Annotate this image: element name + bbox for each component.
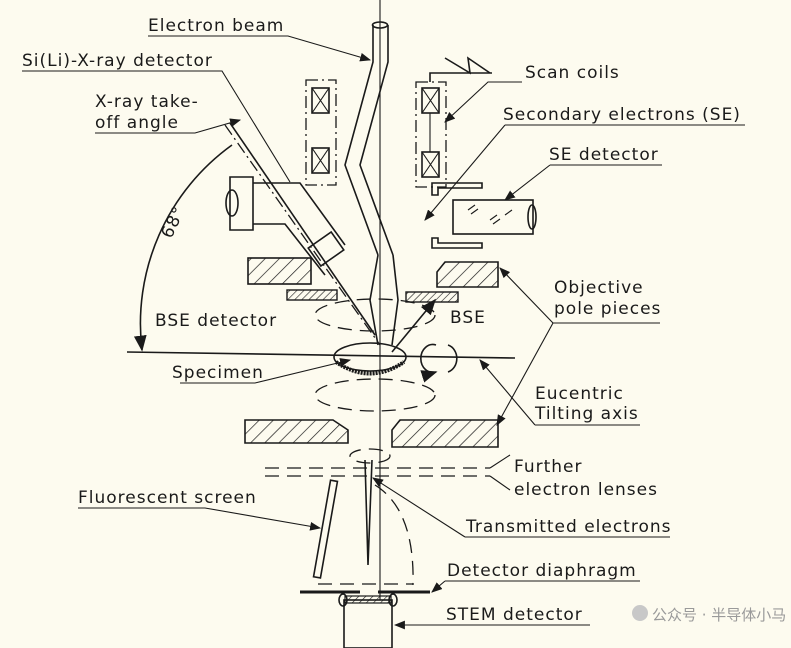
bse-detector-left bbox=[286, 289, 338, 301]
takeoff-angle-arc bbox=[133, 144, 233, 352]
label-specimen: Specimen bbox=[172, 363, 264, 383]
bse-detector-right bbox=[405, 291, 459, 303]
label-se-detector: SE detector bbox=[549, 145, 659, 165]
electron-beam bbox=[344, 21, 399, 346]
sawtooth-signal-icon bbox=[444, 56, 491, 75]
label-transmitted-electrons: Transmitted electrons bbox=[465, 517, 672, 537]
sili-detector bbox=[224, 122, 381, 346]
label-scan-coils: Scan coils bbox=[525, 63, 620, 83]
watermark: 公众号 · 半导体小马 bbox=[652, 606, 786, 624]
objective-pole-piece-upper-left bbox=[247, 257, 312, 285]
label-sili-detector: Si(Li)-X-ray detector bbox=[22, 51, 213, 71]
label-detector-diaphragm: Detector diaphragm bbox=[447, 561, 637, 581]
label-secondary-electrons: Secondary electrons (SE) bbox=[503, 105, 741, 125]
tilt-arrow-icon-2 bbox=[447, 344, 458, 373]
scan-coils-right bbox=[415, 56, 492, 188]
label-bse: BSE bbox=[450, 308, 486, 328]
lens-field-small bbox=[349, 448, 391, 464]
label-objective-2: pole pieces bbox=[554, 299, 661, 319]
label-stem-detector: STEM detector bbox=[446, 605, 583, 625]
label-eucentric-1: Eucentric bbox=[535, 384, 624, 404]
objective-pole-piece-lower-right bbox=[391, 419, 499, 448]
tilt-axis-line bbox=[126, 351, 516, 359]
bse-arrow bbox=[391, 298, 437, 353]
label-objective-1: Objective bbox=[554, 278, 644, 298]
watermark-logo-icon bbox=[632, 605, 648, 621]
lens-field-lower bbox=[314, 378, 436, 412]
objective-pole-piece-lower-left bbox=[244, 419, 349, 444]
label-angle: 68° bbox=[158, 203, 190, 241]
label-further-2: electron lenses bbox=[514, 480, 658, 500]
label-xray-takeoff-1: X-ray take- bbox=[95, 92, 199, 112]
fluorescent-screen bbox=[312, 479, 339, 579]
stem-detector bbox=[338, 593, 398, 648]
scan-coils-left bbox=[305, 79, 337, 186]
label-electron-beam: Electron beam bbox=[148, 16, 284, 36]
label-xray-takeoff-2: off angle bbox=[95, 113, 179, 133]
label-further-1: Further bbox=[514, 457, 583, 477]
tilt-arrow-icon bbox=[420, 343, 438, 383]
screen-swing-path bbox=[374, 484, 414, 586]
label-eucentric-2: Tilting axis bbox=[534, 404, 639, 424]
label-bse-detector: BSE detector bbox=[155, 311, 277, 331]
transmitted-beam bbox=[364, 459, 373, 566]
se-detector bbox=[431, 182, 537, 249]
label-fluorescent-screen: Fluorescent screen bbox=[78, 488, 257, 508]
objective-pole-piece-upper-right bbox=[436, 261, 499, 288]
leader-lines bbox=[22, 35, 745, 625]
